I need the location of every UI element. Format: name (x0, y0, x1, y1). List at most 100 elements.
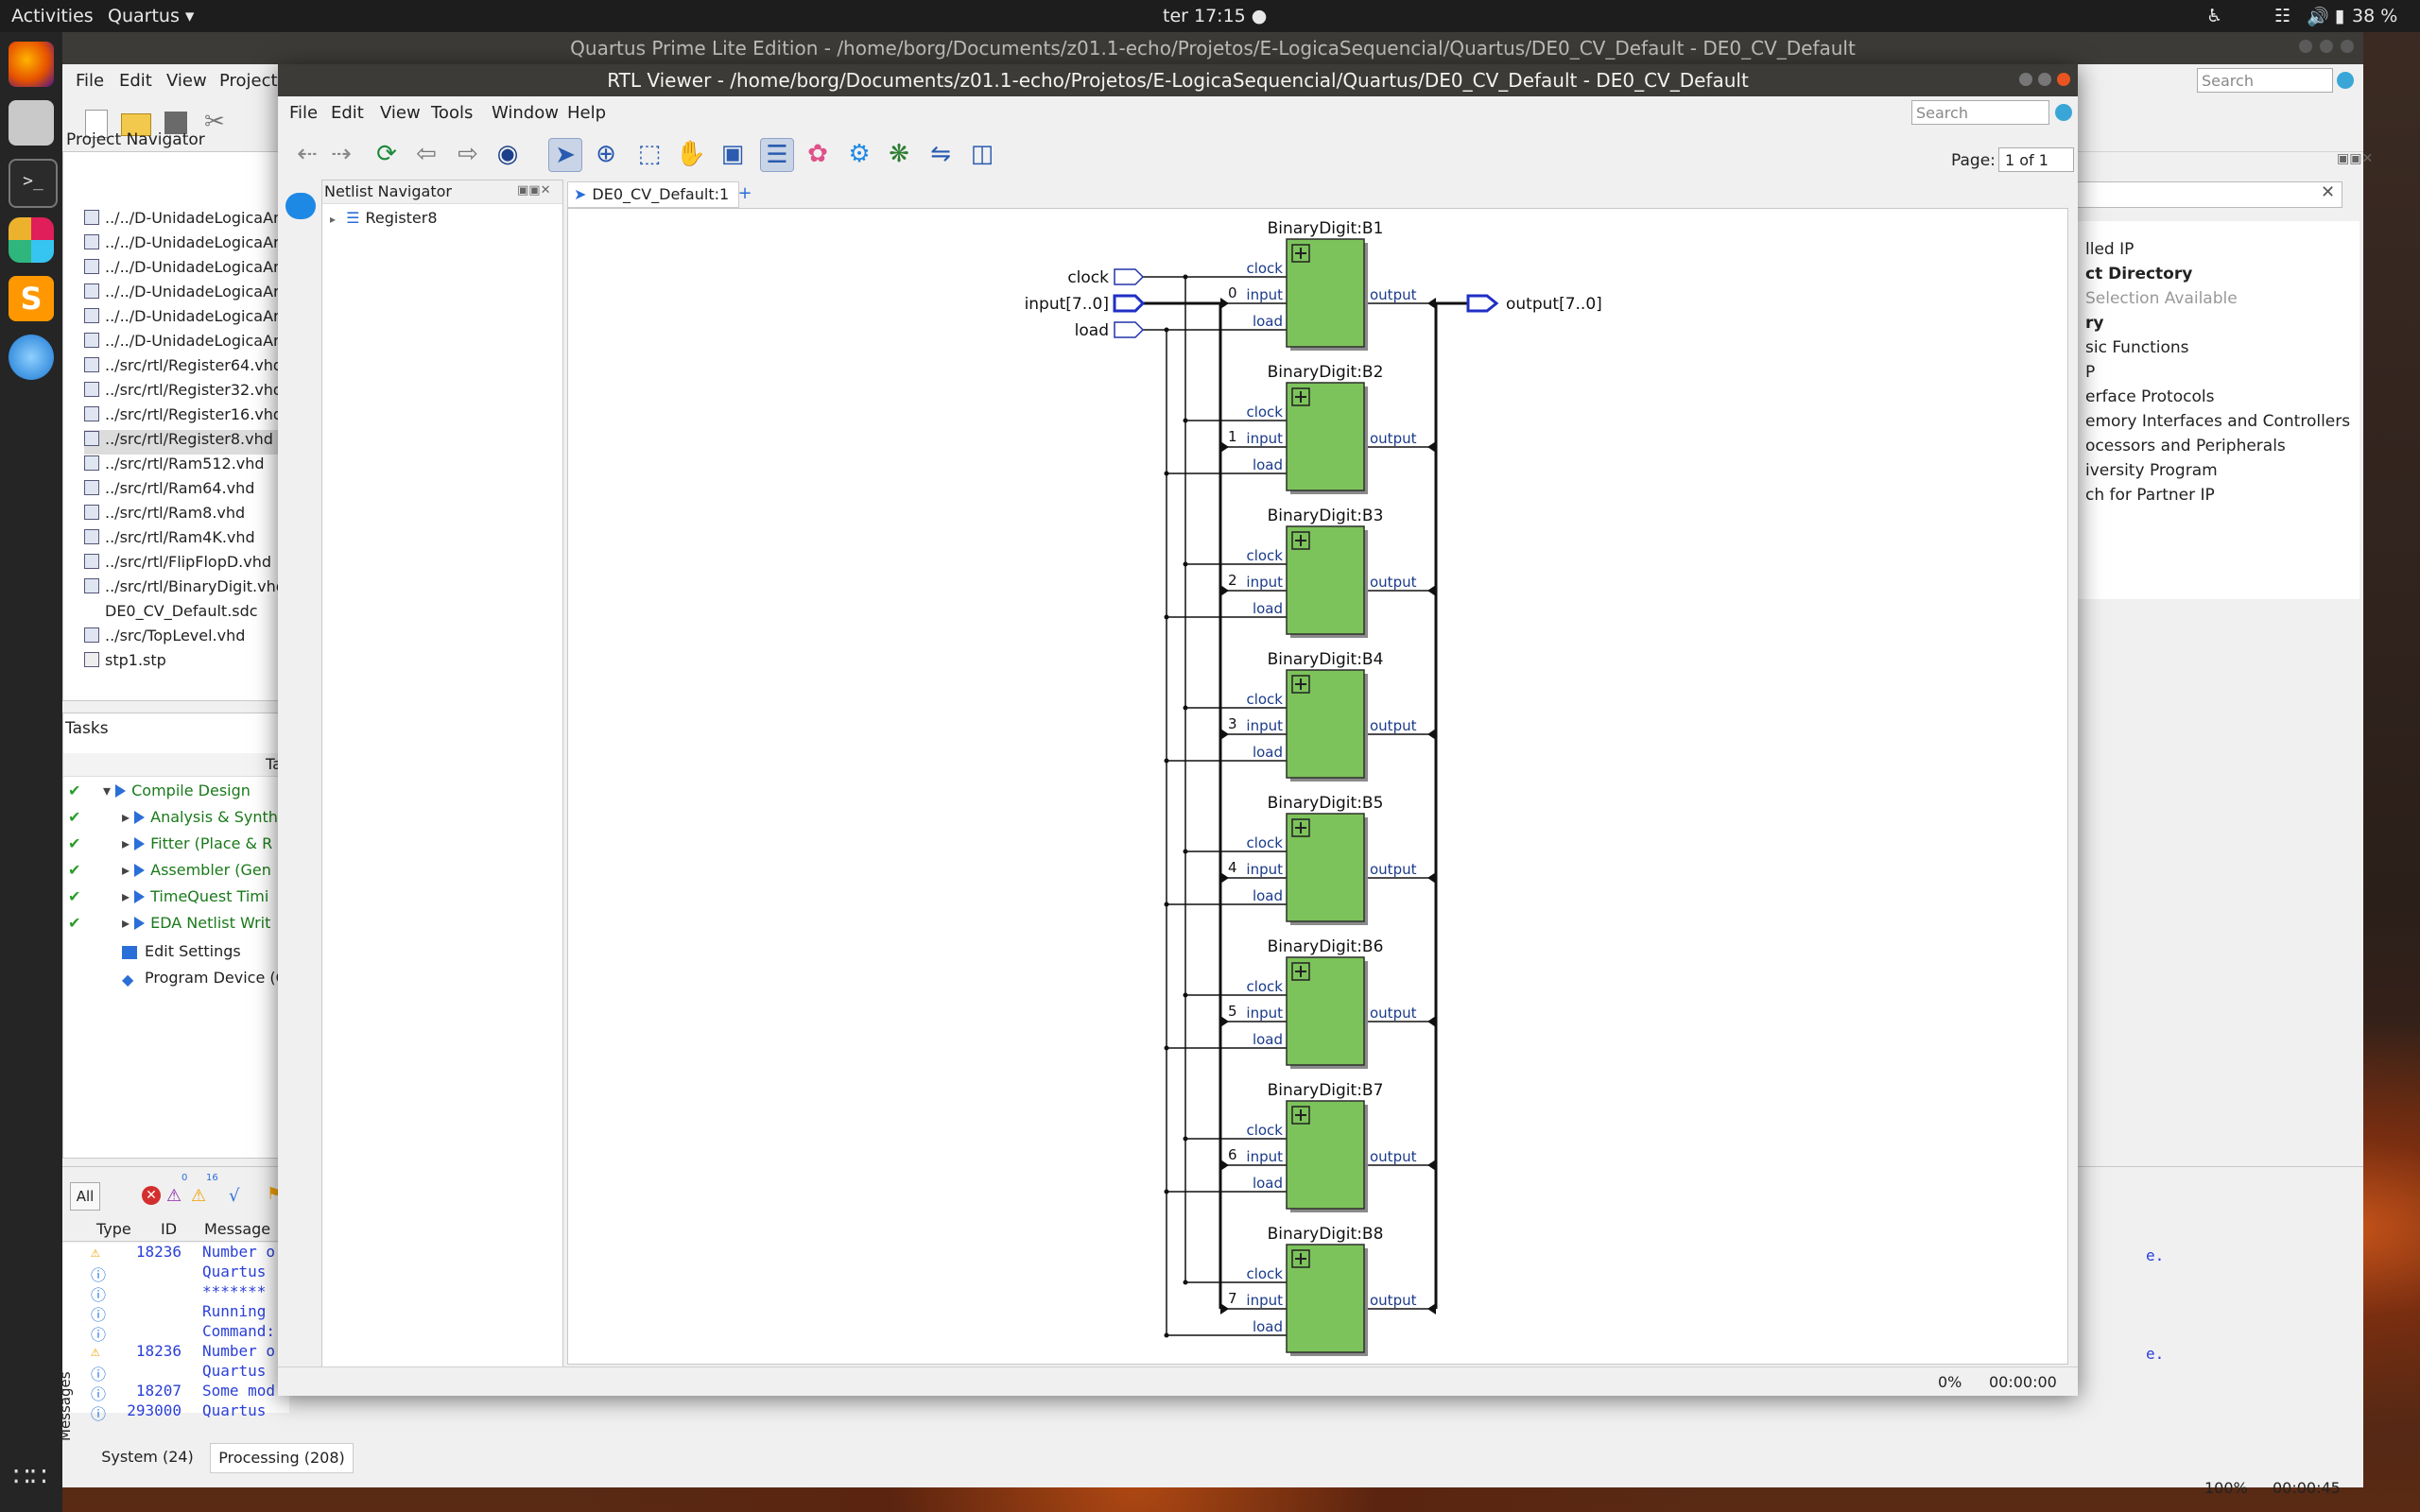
quartus-menu-project[interactable]: Project (219, 71, 278, 91)
forward-icon[interactable]: ⇢ (331, 140, 352, 168)
dock-panel-controls[interactable]: ▣▣✕ (2337, 151, 2374, 166)
suppressed-filter-icon[interactable]: √ (229, 1186, 240, 1206)
quartus-minimize-button[interactable] (2299, 40, 2312, 53)
cut-icon[interactable]: ✂ (204, 108, 225, 136)
file-item[interactable]: ../src/rtl/Ram64.vhd (84, 479, 283, 504)
quartus-menu-file[interactable]: File (76, 71, 105, 91)
task-program-device[interactable]: ◆Program Device (O (122, 969, 281, 988)
area-select-icon[interactable]: ▣ (720, 140, 745, 168)
network-icon[interactable]: ☷ (2274, 6, 2291, 26)
sublime-icon[interactable]: S (9, 276, 54, 321)
files-icon[interactable] (9, 100, 54, 146)
file-item[interactable]: ../src/TopLevel.vhd (84, 627, 283, 651)
next-page-icon[interactable]: ⇨ (458, 140, 478, 168)
rtl-menu-tools[interactable]: Tools (431, 103, 474, 123)
file-item-selected[interactable]: ../src/rtl/Register8.vhd (84, 430, 283, 455)
file-item[interactable]: DE0_CV_Default.sdc (84, 602, 283, 627)
rtl-menu-help[interactable]: Help (567, 103, 607, 123)
save-icon[interactable] (164, 112, 187, 134)
panel-controls[interactable]: ▣▣✕ (517, 183, 551, 198)
find-icon[interactable]: ◉ (496, 140, 519, 168)
rtl-menu-view[interactable]: View (380, 103, 421, 123)
tab-processing[interactable]: Processing (208) (210, 1443, 354, 1473)
accessibility-icon[interactable]: ♿ (2206, 6, 2223, 26)
open-folder-icon[interactable] (121, 113, 151, 136)
new-file-icon[interactable] (85, 110, 108, 138)
terminal-icon[interactable]: >_ (9, 159, 58, 208)
rtl-close-button[interactable] (2057, 73, 2070, 86)
task-analysis-synthesis[interactable]: ✔▸ Analysis & Synth (68, 808, 278, 826)
ip-catalog-item[interactable]: emory Interfaces and Controllers (2085, 412, 2351, 431)
critical-warning-filter-icon[interactable]: ⚠ (166, 1186, 182, 1206)
ip-catalog-item[interactable]: P (2085, 363, 2096, 382)
task-eda-netlist[interactable]: ✔▸ EDA Netlist Writ (68, 914, 271, 932)
ip-catalog-item[interactable]: ry (2085, 314, 2104, 333)
file-item[interactable]: ../../D-UnidadeLogicaAri (84, 332, 283, 356)
chat-bubble-icon[interactable] (285, 193, 316, 219)
ip-catalog-item[interactable]: ocessors and Peripherals (2085, 437, 2286, 455)
ip-catalog-item[interactable]: sic Functions (2085, 338, 2189, 357)
clock[interactable]: ter 17:15 ● (1163, 6, 1268, 26)
rtl-menu-file[interactable]: File (289, 103, 319, 123)
netlist-navigator-toggle-icon[interactable]: ☰ (760, 138, 794, 172)
app-menu-quartus[interactable]: Quartus ▾ (108, 6, 195, 26)
rtl-maximize-button[interactable] (2038, 73, 2051, 86)
fit-window-icon[interactable]: ⬚ (637, 140, 662, 168)
color-legend-icon[interactable]: ✿ (807, 140, 828, 168)
volume-icon[interactable]: 🔊 (2307, 7, 2329, 27)
file-item[interactable]: ../../D-UnidadeLogicaAri (84, 307, 283, 332)
globe-icon[interactable] (2055, 104, 2072, 121)
file-item[interactable]: ../src/rtl/Register16.vhd (84, 405, 283, 430)
task-compile-design[interactable]: ✔▾ Compile Design (68, 782, 251, 799)
globe-icon[interactable] (2337, 72, 2354, 89)
tree-item-register8[interactable]: ▸ ☰Register8 (330, 209, 438, 227)
page-select[interactable]: 1 of 1 (1998, 147, 2074, 172)
message-row[interactable]: ⓘ******* (62, 1282, 289, 1304)
rtl-minimize-button[interactable] (2019, 73, 2032, 86)
rtl-menu-window[interactable]: Window (492, 103, 559, 123)
file-item[interactable]: ../src/rtl/FlipFlopD.vhd (84, 553, 283, 577)
slack-icon[interactable] (9, 217, 54, 263)
show-apps-icon[interactable]: ∷∷ (13, 1461, 47, 1492)
task-assembler[interactable]: ✔▸ Assembler (Gen (68, 861, 271, 879)
file-item[interactable]: ../src/rtl/Ram512.vhd (84, 455, 283, 479)
refresh-icon[interactable]: ⟳ (376, 140, 397, 168)
error-filter-icon[interactable]: ✕ (142, 1186, 161, 1205)
tab-system[interactable]: System (24) (101, 1448, 194, 1466)
ip-catalog-item[interactable]: ch for Partner IP (2085, 486, 2215, 505)
file-item[interactable]: ../src/rtl/BinaryDigit.vhd (84, 577, 283, 602)
selection-tool-icon[interactable]: ➤ (548, 138, 582, 172)
hand-tool-icon[interactable]: ✋ (675, 140, 707, 168)
ip-catalog-item[interactable]: lled IP (2085, 240, 2135, 259)
quartus-close-button[interactable] (2341, 40, 2354, 53)
file-item[interactable]: ../../D-UnidadeLogicaAri (84, 209, 283, 233)
ip-catalog-item[interactable]: erface Protocols (2085, 387, 2215, 406)
file-item[interactable]: ../../D-UnidadeLogicaAri (84, 233, 283, 258)
file-item[interactable]: ../src/rtl/Register32.vhd (84, 381, 283, 405)
file-item[interactable]: ../src/rtl/Ram8.vhd (84, 504, 283, 528)
task-edit-settings[interactable]: Edit Settings (63, 942, 281, 969)
add-tab-button[interactable]: + (737, 183, 752, 203)
file-item[interactable]: ../src/rtl/Register64.vhd (84, 356, 283, 381)
quartus-search-input[interactable]: Search altera.com (2197, 68, 2333, 114)
file-item[interactable]: ../../D-UnidadeLogicaAri (84, 258, 283, 283)
settings-gear-icon[interactable]: ⚙ (848, 140, 871, 168)
back-icon[interactable]: ⇠ (297, 140, 318, 168)
quartus-maximize-button[interactable] (2320, 40, 2333, 53)
bird-icon[interactable]: ❋ (889, 140, 909, 168)
quartus-menu-edit[interactable]: Edit (119, 71, 152, 91)
ip-catalog-item[interactable]: ct Directory (2085, 265, 2193, 284)
file-item[interactable]: ../../D-UnidadeLogicaAri (84, 283, 283, 307)
rtl-search-input[interactable]: Search altera.com (1911, 100, 2049, 146)
zoom-tool-icon[interactable]: ⊕ (596, 140, 616, 168)
warning-filter-icon[interactable]: ⚠ (191, 1186, 207, 1206)
filter-all-button[interactable]: All (70, 1182, 100, 1211)
firefox-icon[interactable] (9, 42, 54, 87)
